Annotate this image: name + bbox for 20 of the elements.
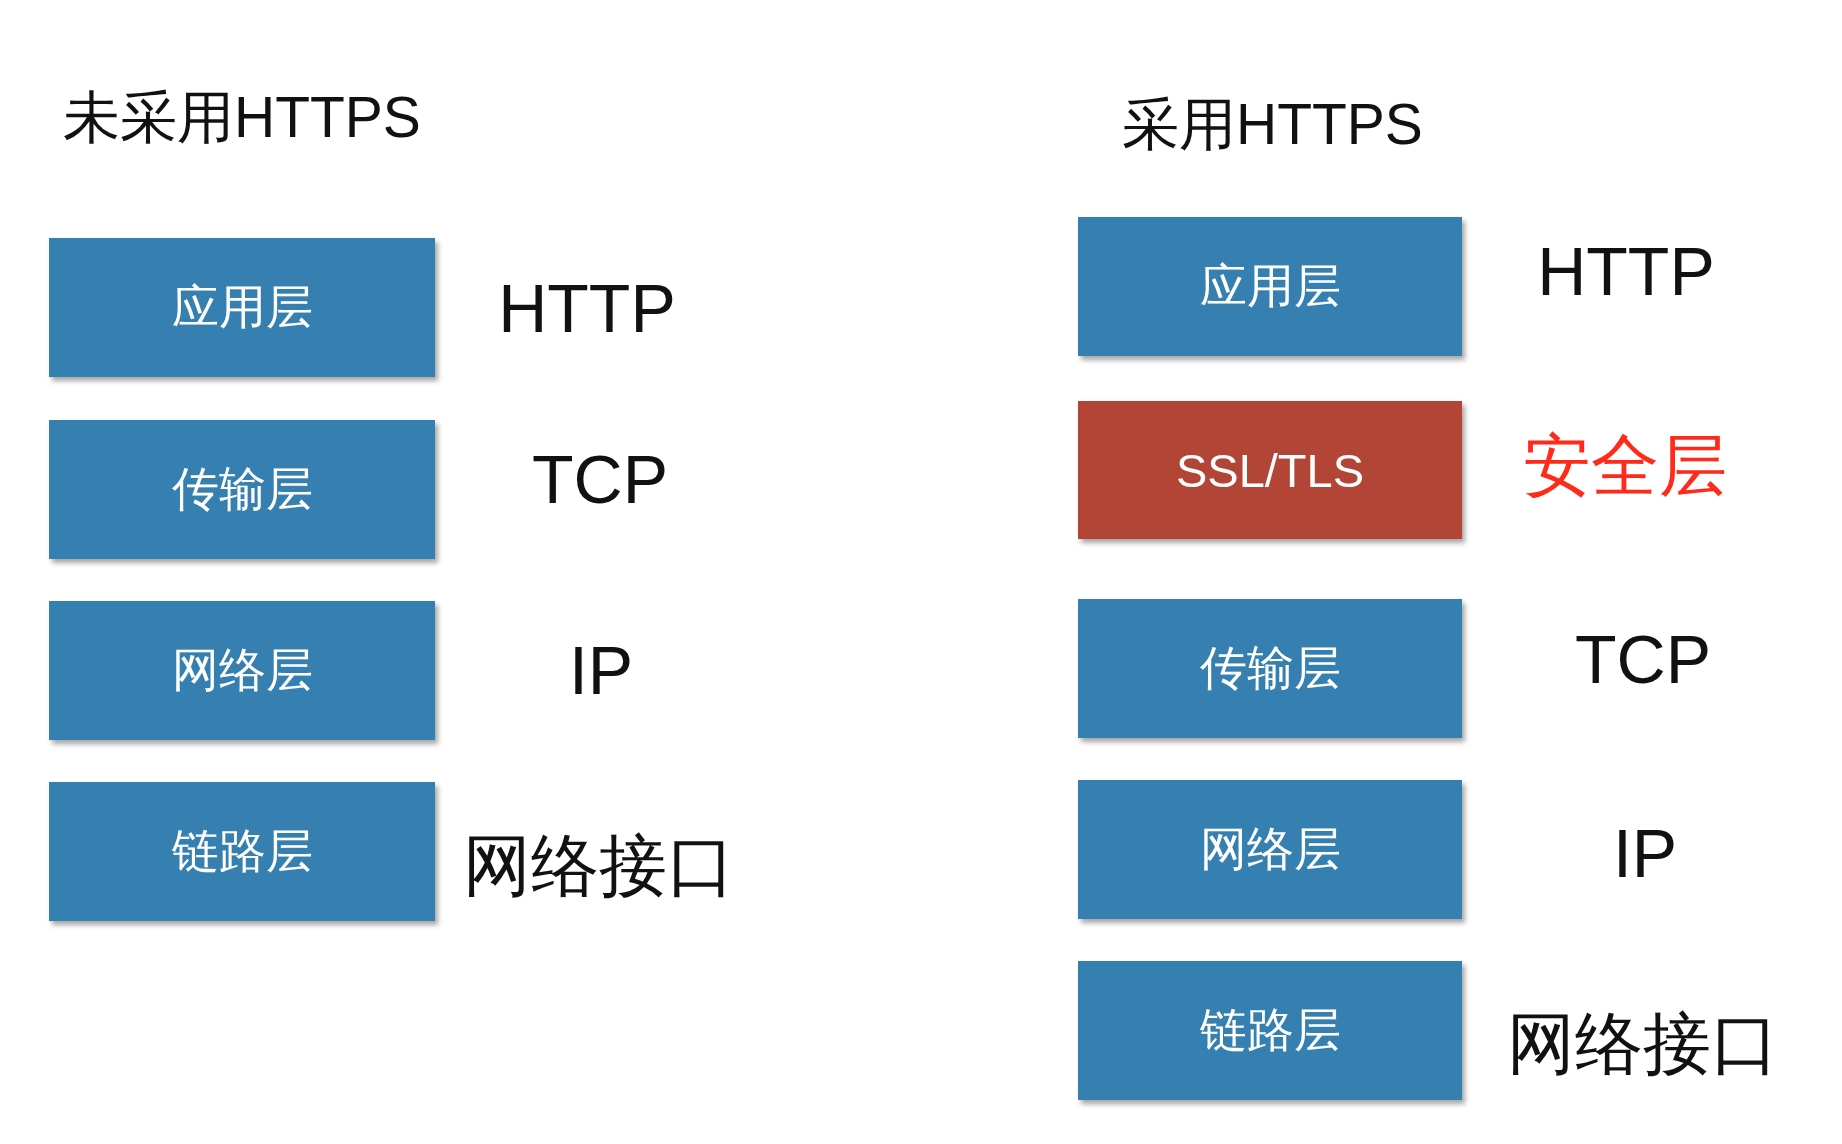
layer-box: 传输层 [49, 420, 435, 559]
protocol-label: TCP [532, 441, 668, 517]
protocol-label: 安全层 [1523, 427, 1727, 503]
layer-box: 网络层 [1078, 780, 1462, 919]
layer-box: 链路层 [49, 782, 435, 921]
protocol-label: 网络接口 [1507, 1005, 1779, 1081]
layer-box: 网络层 [49, 601, 435, 740]
protocol-label: IP [568, 632, 634, 708]
protocol-label: 网络接口 [463, 827, 735, 903]
layer-box: SSL/TLS [1078, 401, 1462, 539]
protocol-label: IP [1612, 815, 1678, 891]
column-heading: 采用HTTPS [1122, 92, 1423, 156]
protocol-label: TCP [1575, 621, 1711, 697]
column-heading: 未采用HTTPS [63, 85, 421, 149]
layer-box: 传输层 [1078, 599, 1462, 738]
protocol-label: HTTP [498, 270, 676, 346]
layer-box: 应用层 [49, 238, 435, 377]
layer-box: 链路层 [1078, 961, 1462, 1100]
layer-box: 应用层 [1078, 217, 1462, 356]
protocol-label: HTTP [1537, 233, 1715, 309]
